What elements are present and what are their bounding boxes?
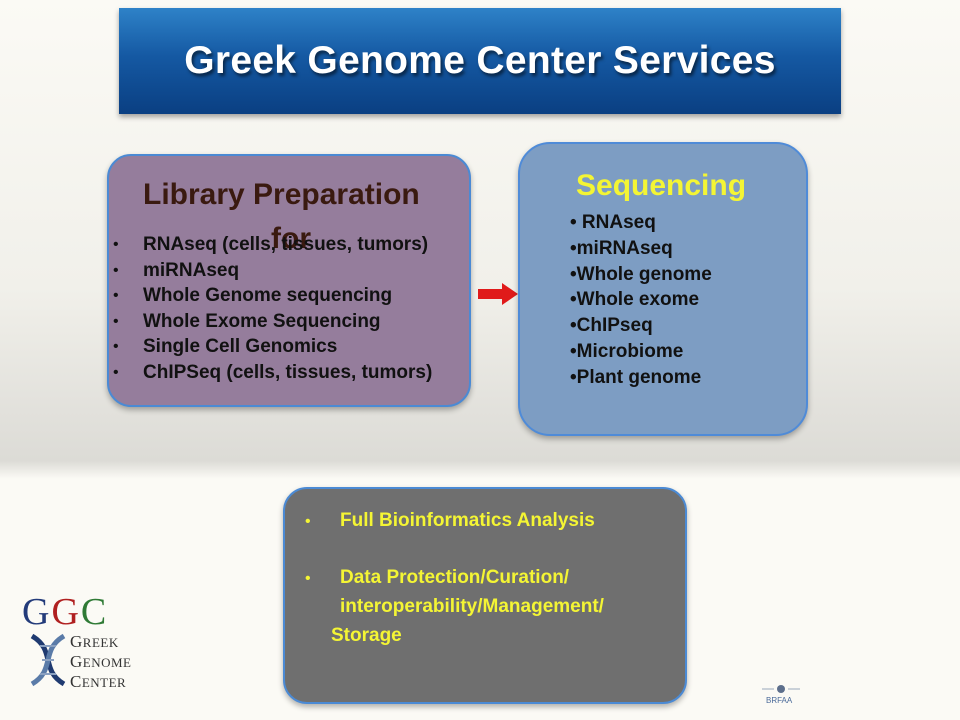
brfaa-mark-icon	[762, 685, 800, 693]
list-item: •Whole Genome sequencing	[109, 283, 432, 309]
bullet-icon: •	[113, 338, 119, 355]
sequencing-title: Sequencing	[576, 169, 747, 202]
sequencing-list: • RNAseq •miRNAseq •Whole genome •Whole …	[570, 210, 712, 391]
logo-genome: GENOME	[70, 652, 132, 671]
data-protection-line-3: Storage	[331, 625, 402, 646]
bioinformatics-box: • Full Bioinformatics Analysis • Data Pr…	[283, 487, 687, 704]
logo-letters: GGC	[22, 591, 109, 633]
list-item: •miRNAseq	[109, 258, 432, 284]
brfaa-logo: BRFAA	[758, 682, 804, 708]
brfaa-text: BRFAA	[766, 696, 793, 705]
list-item: •Whole genome	[570, 263, 712, 285]
bullet-icon: •	[305, 513, 311, 530]
bullet-icon: •	[113, 236, 119, 253]
logo-center: CENTER	[70, 672, 127, 691]
list-item: •Plant genome	[570, 366, 702, 388]
list-item: •RNAseq (cells, tissues, tumors)	[109, 232, 432, 258]
data-protection-line-1: Data Protection/Curation/	[340, 567, 570, 588]
list-item: • RNAseq	[570, 212, 656, 233]
list-item: •ChIPSeq (cells, tissues, tumors)	[109, 360, 432, 386]
list-item: •Whole exome	[570, 289, 700, 311]
library-preparation-box: Library Preparation for •RNAseq (cells, …	[107, 154, 471, 407]
bioinformatics-item: Full Bioinformatics Analysis	[340, 510, 595, 531]
bullet-icon: •	[305, 570, 311, 587]
list-item: •ChIPseq	[570, 315, 653, 337]
bullet-icon: •	[113, 287, 119, 304]
dna-helix-icon	[30, 633, 66, 687]
ggc-logo: GGC GREEK GENOME CENTER	[22, 590, 132, 695]
list-item: •miRNAseq	[570, 237, 673, 259]
library-title: Library Preparation	[143, 178, 420, 211]
page-title: Greek Genome Center Services	[184, 39, 776, 82]
logo-greek: GREEK	[70, 632, 119, 651]
list-item: •Single Cell Genomics	[109, 334, 432, 360]
data-protection-line-2: interoperability/Management/	[340, 596, 604, 617]
bullet-icon: •	[113, 312, 119, 330]
title-banner: Greek Genome Center Services	[119, 8, 841, 114]
right-arrow-icon	[478, 283, 518, 305]
list-item: •Whole Exome Sequencing	[109, 309, 432, 335]
list-item: •Microbiome	[570, 340, 684, 362]
library-list: •RNAseq (cells, tissues, tumors) •miRNAs…	[109, 232, 432, 385]
library-title-for: for	[271, 222, 311, 255]
bullet-icon: •	[113, 261, 119, 279]
bullet-icon: •	[113, 363, 119, 381]
sequencing-box: Sequencing • RNAseq •miRNAseq •Whole gen…	[518, 142, 808, 436]
